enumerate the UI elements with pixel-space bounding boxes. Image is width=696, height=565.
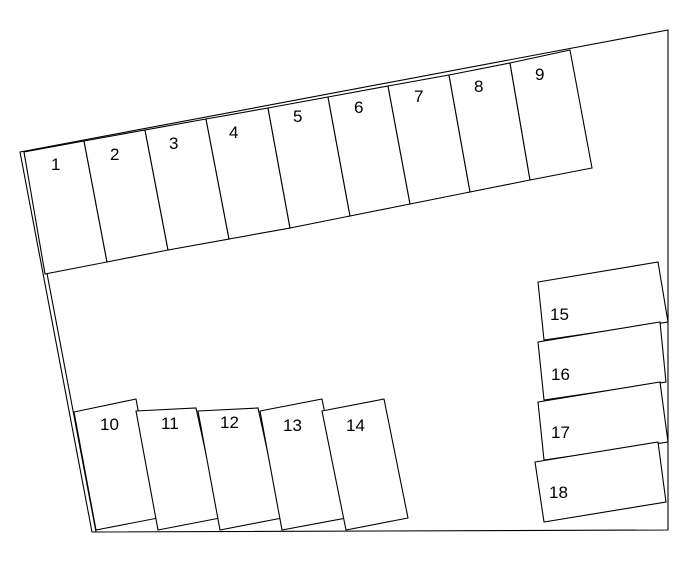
lot-boundary [19,29,669,533]
stall-label: 6 [354,98,363,117]
stall-label: 10 [100,415,119,434]
stall-label: 2 [110,145,119,164]
stall-label: 17 [551,423,570,442]
stall-label: 7 [414,87,423,106]
stall-label: 14 [346,416,365,435]
stall-label: 1 [51,155,60,174]
stall-label: 15 [550,305,569,324]
stall-label: 16 [551,365,570,384]
stall-9: 9 [509,49,593,181]
stall-label: 3 [169,134,178,153]
stall-11: 11 [135,407,221,531]
stall-label: 18 [549,483,568,502]
stall-label: 4 [229,123,238,142]
stall-label: 11 [161,414,179,433]
stall-18: 18 [534,441,667,523]
stall-label: 13 [283,416,302,435]
stall-14: 14 [321,398,409,531]
stall-label: 9 [535,65,544,84]
stall-13: 13 [259,398,347,531]
stall-label: 5 [293,107,302,126]
stall-10: 10 [73,398,159,531]
stall-12: 12 [197,407,283,531]
stall-label: 12 [220,413,239,432]
stall-17: 17 [537,381,669,461]
stall-label: 8 [474,77,483,96]
stall-15: 15 [537,261,669,341]
stall-16: 16 [537,321,667,401]
